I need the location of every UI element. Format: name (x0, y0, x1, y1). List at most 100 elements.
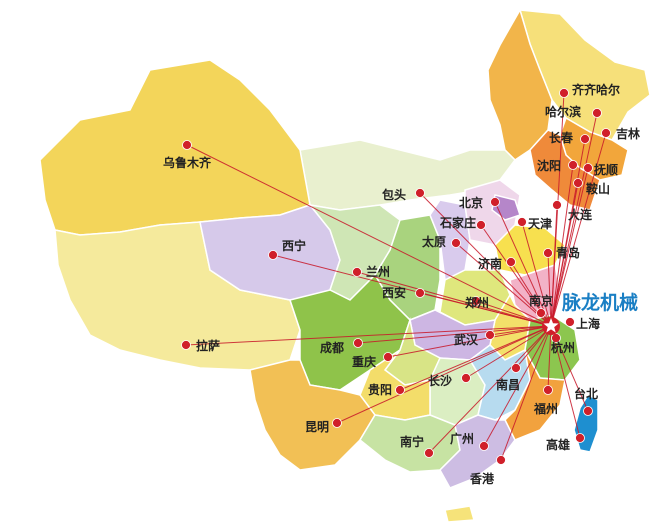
city-dot-xining[interactable] (268, 250, 278, 260)
city-label-changsha: 长沙 (428, 373, 452, 388)
city-dot-haerbin[interactable] (592, 108, 602, 118)
city-label-chengdu: 成都 (320, 340, 344, 355)
city-label-taiyuan: 太原 (422, 234, 446, 249)
city-dot-nanjing[interactable] (536, 308, 546, 318)
route-line-beijing (494, 201, 552, 327)
city-label-zhengzhou: 郑州 (465, 295, 489, 310)
city-dot-wuhan[interactable] (485, 330, 495, 340)
city-dot-guangzhou[interactable] (479, 441, 489, 451)
city-dot-zhengzhou[interactable] (471, 296, 481, 306)
city-dot-kunming[interactable] (332, 418, 342, 428)
city-label-nanning: 南宁 (400, 434, 424, 449)
city-label-hangzhou: 杭州 (551, 340, 575, 355)
city-dot-shanghai[interactable] (565, 317, 575, 327)
city-label-xian: 西安 (382, 285, 406, 300)
city-dot-jilin[interactable] (601, 128, 611, 138)
city-dot-guiyang[interactable] (395, 385, 405, 395)
route-line-fuzhou (547, 325, 552, 391)
route-line-gaoxiong (550, 325, 581, 439)
city-dot-beijing[interactable] (490, 197, 500, 207)
hub-marker (542, 317, 560, 335)
city-dot-fuzhou[interactable] (543, 385, 553, 395)
city-dot-chengdu[interactable] (353, 338, 363, 348)
city-label-qiqihaer: 齐齐哈尔 (572, 82, 620, 97)
hub-star-icon (543, 318, 559, 333)
city-label-lanzhou: 兰州 (366, 264, 390, 279)
city-label-beijing: 北京 (459, 195, 483, 210)
city-label-taibei: 台北 (574, 386, 598, 401)
city-dot-gaoxiong[interactable] (575, 433, 585, 443)
route-line-kunming (336, 325, 552, 424)
city-label-nanjing: 南京 (529, 293, 553, 308)
city-dot-wulumuqi[interactable] (182, 140, 192, 150)
route-line-shenyang (550, 164, 574, 327)
city-label-jilin: 吉林 (616, 126, 640, 141)
city-label-shijiazhuang: 石家庄 (439, 215, 476, 230)
city-label-haerbin: 哈尔滨 (545, 104, 581, 119)
city-dot-shenyang[interactable] (568, 160, 578, 170)
city-label-shanghai: 上海 (576, 316, 600, 331)
city-dot-anshan[interactable] (573, 178, 583, 188)
city-dot-tianjin[interactable] (517, 217, 527, 227)
city-label-xining: 西宁 (282, 238, 306, 253)
route-line-dalian (550, 204, 558, 327)
city-label-guangzhou: 广州 (450, 431, 474, 446)
city-dot-jinan[interactable] (506, 257, 516, 267)
route-line-nanchang (515, 325, 552, 369)
city-dot-fushun[interactable] (583, 163, 593, 173)
region-hainan (444, 505, 475, 523)
city-label-nanchang: 南昌 (496, 377, 520, 392)
city-label-anshan: 鞍山 (586, 181, 610, 196)
city-label-chongqing: 重庆 (352, 354, 376, 369)
city-dot-changchun[interactable] (580, 134, 590, 144)
city-dot-xianggang[interactable] (496, 455, 506, 465)
city-dot-nanning[interactable] (424, 448, 434, 458)
route-line-jilin (550, 132, 607, 327)
route-line-guangzhou (483, 325, 552, 447)
city-label-gaoxiong: 高雄 (546, 437, 570, 452)
city-label-changchun: 长春 (549, 130, 574, 145)
city-dot-dalian[interactable] (552, 200, 562, 210)
route-line-wulumuqi (186, 144, 552, 327)
city-dot-taiyuan[interactable] (451, 238, 461, 248)
city-dot-shijiazhuang[interactable] (476, 220, 486, 230)
city-dot-lanzhou[interactable] (352, 267, 362, 277)
city-label-guiyang: 贵阳 (368, 382, 392, 397)
route-line-xianggang (500, 325, 552, 461)
route-line-xian (419, 292, 552, 327)
city-label-jinan: 济南 (478, 256, 502, 271)
route-line-chongqing (387, 325, 552, 358)
city-label-wulumuqi: 乌鲁木齐 (163, 155, 212, 170)
route-line-changsha (465, 325, 552, 379)
city-dot-chongqing[interactable] (383, 352, 393, 362)
city-dot-lasa[interactable] (181, 340, 191, 350)
city-dot-changsha[interactable] (461, 373, 471, 383)
region-xinjiang (39, 59, 311, 236)
route-line-fushun (550, 167, 589, 327)
city-dot-qiqihaer[interactable] (559, 88, 569, 98)
city-label-dalian: 大连 (568, 207, 593, 222)
city-label-tianjin: 天津 (528, 216, 552, 231)
city-dot-nanchang[interactable] (511, 363, 521, 373)
brand-label: 脉龙机械 (561, 291, 638, 314)
city-label-shenyang: 沈阳 (537, 158, 561, 173)
city-label-xianggang: 香港 (469, 471, 495, 486)
city-label-wuhan: 武汉 (454, 332, 479, 347)
city-label-kunming: 昆明 (305, 420, 329, 434)
city-dots (181, 88, 611, 465)
city-label-baotou: 包头 (381, 187, 406, 202)
route-line-lasa (185, 325, 552, 346)
city-dot-baotou[interactable] (415, 188, 425, 198)
city-dot-qingdao[interactable] (543, 248, 553, 258)
city-dot-xian[interactable] (415, 288, 425, 298)
route-line-tianjin (521, 221, 552, 327)
city-labels: 齐齐哈尔哈尔滨长春吉林沈阳抚顺鞍山大连乌鲁木齐包头北京石家庄天津太原青岛西宁兰州… (163, 82, 640, 486)
city-dot-hangzhou[interactable] (551, 333, 561, 343)
route-line-taiyuan (455, 242, 552, 327)
route-line-chengdu (357, 325, 552, 344)
region-xizang (54, 221, 301, 371)
city-dot-taibei[interactable] (583, 406, 593, 416)
region-taiwan (573, 394, 599, 453)
